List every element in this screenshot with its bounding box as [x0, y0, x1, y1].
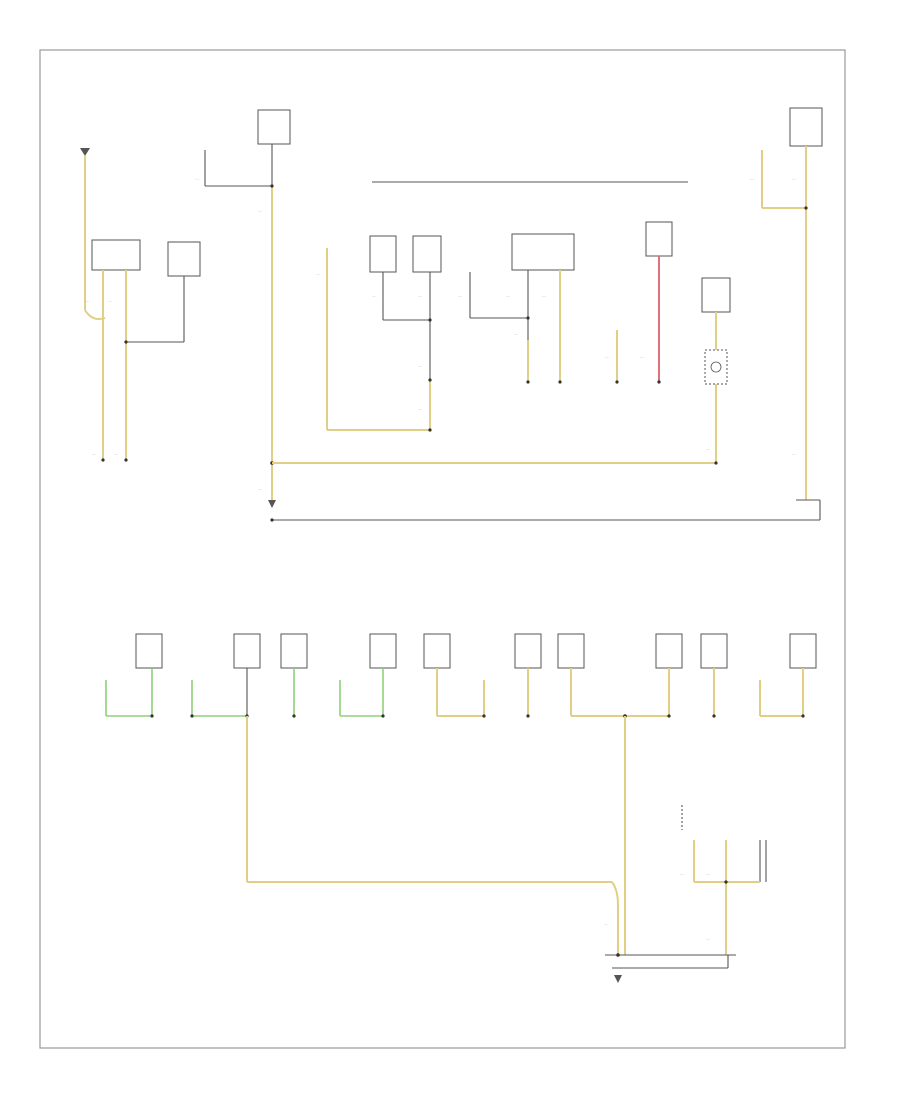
- upper-section: ---- ---- ---- ---- ---- ---- ----: [80, 107, 823, 522]
- center-module-2: ---- ---- ----: [412, 235, 442, 432]
- lower-right-control-unit: ---- ---- ----: [680, 805, 767, 955]
- svg-text:----: ----: [195, 177, 199, 181]
- svg-text:----: ----: [792, 452, 796, 456]
- svg-text:----: ----: [514, 332, 518, 336]
- center-module-1: ----: [369, 235, 430, 321]
- svg-text:----: ----: [418, 294, 422, 298]
- main-ground-point: [268, 499, 821, 522]
- svg-text:----: ----: [108, 299, 112, 303]
- upper-left-ground-point: [80, 148, 106, 320]
- svg-text:----: ----: [542, 294, 546, 298]
- upper-left-sensor-a: ---- ---- ---- ----: [85, 239, 141, 462]
- upper-left-sensor-b: [124, 241, 201, 344]
- top-center-sensor: ---- ----: [257, 109, 291, 500]
- svg-text:----: ----: [706, 447, 710, 451]
- svg-text:----: ----: [506, 294, 510, 298]
- top-right-switch: ----: [750, 150, 806, 209]
- svg-text:----: ----: [680, 872, 684, 876]
- svg-text:----: ----: [458, 294, 462, 298]
- svg-text:----: ----: [706, 937, 710, 941]
- center-wide-module: ---- ---- ----: [506, 233, 575, 384]
- top-center-switch: ----: [195, 150, 272, 187]
- svg-text:----: ----: [605, 355, 609, 359]
- center-module-3: ----: [458, 272, 528, 319]
- center-right-module: ----: [701, 277, 731, 465]
- center-left-switch: ----: [316, 248, 430, 431]
- lower-module-row: [105, 633, 817, 955]
- top-right-module: ---- ----: [789, 107, 823, 500]
- svg-text:----: ----: [92, 452, 96, 456]
- svg-text:----: ----: [316, 272, 320, 276]
- diagram-frame: [39, 49, 846, 1049]
- lower-ground-point: ----: [604, 922, 736, 983]
- svg-text:----: ----: [640, 355, 644, 359]
- svg-text:----: ----: [372, 294, 376, 298]
- svg-text:----: ----: [750, 177, 754, 181]
- svg-text:----: ----: [418, 407, 422, 411]
- svg-text:----: ----: [706, 872, 710, 876]
- svg-text:----: ----: [258, 209, 262, 213]
- svg-text:----: ----: [114, 452, 118, 456]
- svg-text:----: ----: [85, 299, 89, 303]
- svg-text:----: ----: [792, 177, 796, 181]
- svg-text:----: ----: [258, 487, 262, 491]
- center-relay-red: ---- ----: [605, 221, 673, 384]
- svg-text:----: ----: [418, 364, 422, 368]
- svg-text:----: ----: [604, 922, 608, 926]
